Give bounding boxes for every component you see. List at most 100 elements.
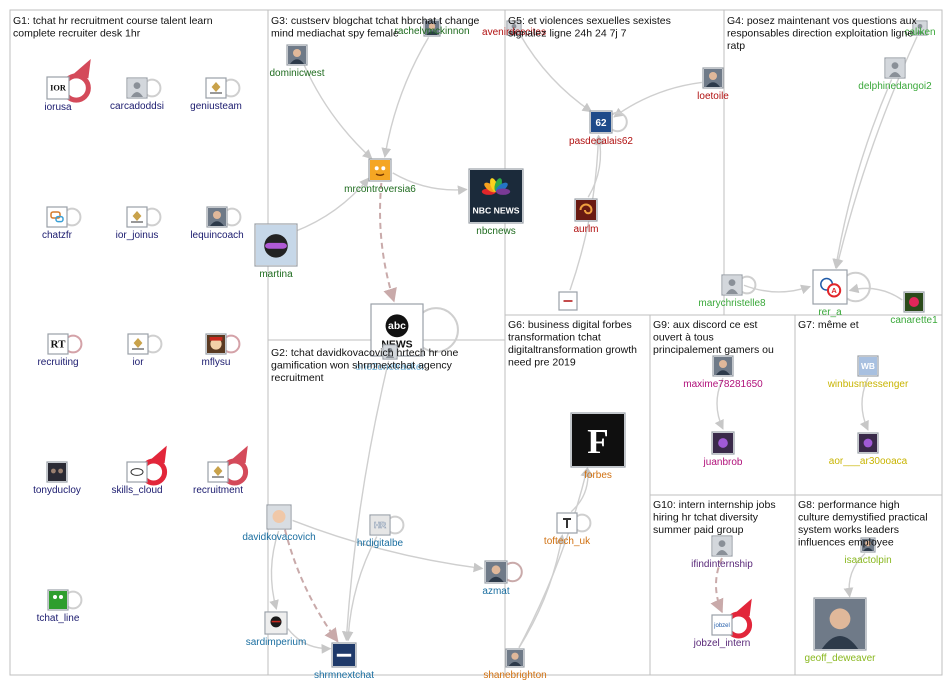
node-label-pasdecalais62: pasdecalais62 xyxy=(569,136,633,147)
node-maxime78281650[interactable]: maxime78281650 xyxy=(683,355,763,390)
group-box-g8 xyxy=(794,494,943,676)
node-loetoile[interactable]: loetoile xyxy=(697,67,729,102)
edge-mrcontroversia6-to-nbcnews xyxy=(392,172,468,196)
child-photo-icon xyxy=(266,504,292,530)
node-isaactolpin[interactable]: isaactolpin xyxy=(844,537,892,566)
node-geniusteam[interactable]: geniusteam xyxy=(190,77,242,112)
node-label-jobzel_intern: jobzel_intern xyxy=(693,638,751,649)
svg-text:abc: abc xyxy=(388,321,406,332)
group-box-g7 xyxy=(794,314,943,496)
node-mrcontroversia6[interactable]: mrcontroversia6 xyxy=(344,158,416,195)
edge-rachelvmckinnon-to-mrcontroversia6 xyxy=(381,37,430,158)
node-ifindinternship[interactable]: ifindinternship xyxy=(691,535,753,570)
node-juanbrob[interactable]: juanbrob xyxy=(703,431,743,468)
node-label-recruitment: recruitment xyxy=(193,485,243,496)
ior-logo-icon: IOR xyxy=(46,76,70,100)
node-label-martina: martina xyxy=(259,269,293,280)
node-ior[interactable]: ior xyxy=(127,333,163,368)
edge-davidkovacovich-to-sardimperium xyxy=(269,530,280,610)
group-box-g6 xyxy=(504,314,651,676)
node-shanebrighton[interactable]: shanebrighton xyxy=(483,648,547,681)
node-canarette1[interactable]: canarette1 xyxy=(890,291,938,326)
forbes-logo-icon: F xyxy=(570,412,626,468)
node-iorusa[interactable]: IOR iorusa xyxy=(44,58,91,113)
svg-text:WB: WB xyxy=(861,361,875,371)
node-label-juanbrob: juanbrob xyxy=(703,457,743,468)
person-photo-icon xyxy=(484,560,508,584)
node-label-aor___ar30ooaca: aor___ar30ooaca xyxy=(829,456,908,467)
hr-logo-icon: HR xyxy=(369,514,391,536)
edge-davidkovacovich-to-shrmnextchat xyxy=(283,529,339,643)
node-carcadoddsi[interactable]: carcadoddsi xyxy=(110,77,164,112)
jobzel-logo-icon: jobzel xyxy=(711,614,733,636)
node-toftech_uk[interactable]: toftech_uk xyxy=(544,512,592,547)
node-mflysu[interactable]: mflysu xyxy=(202,333,241,368)
node-sardimperium[interactable]: sardimperium xyxy=(246,611,307,648)
node-label-avenirdescites: avenirdescites xyxy=(482,27,546,38)
node-label-recruiting: recruiting xyxy=(37,357,78,368)
node-label-lequincoach: lequincoach xyxy=(190,230,243,241)
group-box-g2 xyxy=(267,339,506,676)
crest-logo-icon xyxy=(205,77,227,99)
default-avatar-icon xyxy=(382,344,398,360)
node-label-rachelvmckinnon: rachelvmckinnon xyxy=(394,26,469,37)
game-avatar-icon xyxy=(711,431,735,455)
node-recruiting[interactable]: RT recruiting xyxy=(37,333,83,368)
rt-logo-icon: RT xyxy=(47,333,69,355)
node-label-rer_a: rer_a xyxy=(818,307,842,318)
ninja-avatar-icon xyxy=(264,611,288,635)
default-avatar-icon xyxy=(884,57,906,79)
node-label-ior_joinus: ior_joinus xyxy=(116,230,159,241)
node-tonyducloy[interactable]: tonyducloy xyxy=(33,461,81,496)
node-g5_bottom[interactable] xyxy=(558,291,578,311)
node-recruitment[interactable]: recruitment xyxy=(193,445,249,496)
node-label-maxime78281650: maxime78281650 xyxy=(683,379,763,390)
flower-photo-icon xyxy=(903,291,925,313)
node-aor___ar30ooaca[interactable]: aor___ar30ooaca xyxy=(829,432,908,467)
edge-davidkovacovich-to-azmat xyxy=(292,519,484,573)
edge-shanebrighton-to-toftech_uk xyxy=(518,534,566,649)
shrm-logo-icon xyxy=(331,642,357,668)
node-marychristelle8[interactable]: marychristelle8 xyxy=(698,274,766,309)
node-azmat[interactable]: azmat xyxy=(482,560,523,597)
rer-a-logo-icon: A xyxy=(812,269,848,305)
cloud-logo-icon xyxy=(126,461,148,483)
svg-text:RT: RT xyxy=(51,339,67,351)
node-dominicwest[interactable]: dominicwest xyxy=(269,44,325,79)
node-delphinedangoi2[interactable]: delphinedangoi2 xyxy=(858,57,932,92)
node-jobzel_intern[interactable]: jobzel jobzel_intern xyxy=(693,598,753,649)
node-label-carcadoddsi: carcadoddsi xyxy=(110,101,164,112)
person-photo-icon xyxy=(206,206,228,228)
node-rachelvmckinnon[interactable]: rachelvmckinnon xyxy=(394,19,470,37)
node-tchat_line[interactable]: tchat_line xyxy=(37,589,83,624)
svg-text:A: A xyxy=(831,286,837,295)
node-geoff_deweaver[interactable]: geoff_deweaver xyxy=(805,597,877,664)
cartoon-avatar-icon xyxy=(205,333,227,355)
node-label-loetoile: loetoile xyxy=(697,91,729,102)
node-label-aurlm: aurlm xyxy=(573,224,598,235)
person-photo-icon xyxy=(505,648,525,668)
node-label-canarette1: canarette1 xyxy=(890,315,938,326)
node-avenirdescites[interactable]: avenirdescites xyxy=(482,20,546,38)
node-label-iorusa: iorusa xyxy=(44,102,72,113)
node-chatzfr[interactable]: chatzfr xyxy=(42,206,82,241)
node-aurlm[interactable]: aurlm xyxy=(573,198,599,235)
node-ior_joinus[interactable]: ior_joinus xyxy=(116,206,162,241)
node-label-chatzfr: chatzfr xyxy=(42,230,73,241)
group-title-g3: G3: custserv blogchat tchat hbrchat t ch… xyxy=(271,15,480,40)
svg-text:IOR: IOR xyxy=(50,84,67,93)
node-martina[interactable]: martina xyxy=(254,223,298,280)
node-shrmnextchat[interactable]: shrmnextchat xyxy=(314,642,374,681)
node-label-ior: ior xyxy=(132,357,144,368)
node-skills_cloud[interactable]: skills_cloud xyxy=(111,445,168,496)
node-davidkovacovich[interactable]: davidkovacovich xyxy=(242,504,316,543)
node-lequincoach[interactable]: lequincoach xyxy=(190,206,244,241)
node-one2onetracker[interactable]: one2onetracker xyxy=(355,344,425,373)
node-caliken[interactable]: caliken xyxy=(904,20,936,38)
